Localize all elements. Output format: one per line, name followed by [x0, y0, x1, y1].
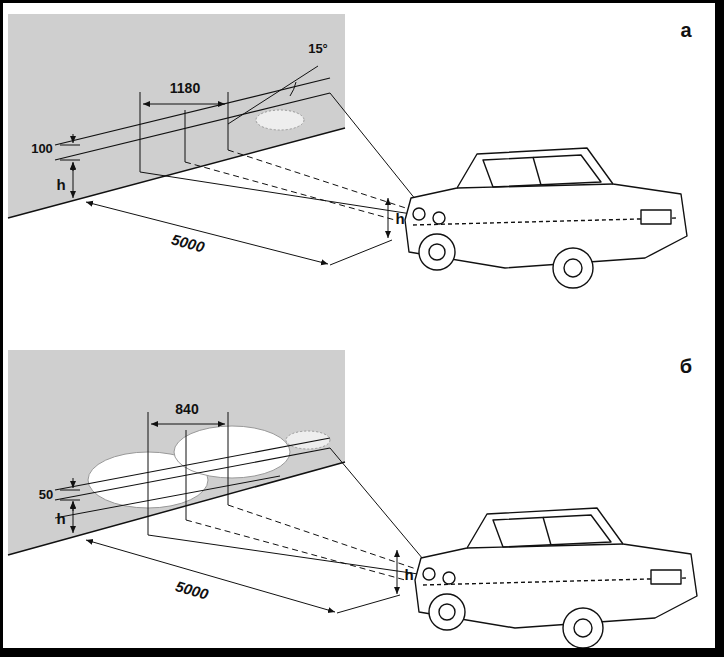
dimension-value: 100	[31, 142, 53, 155]
dimension-value: 50	[39, 488, 53, 501]
height-mark: h	[395, 211, 404, 226]
dimension-value: 5000	[174, 578, 210, 602]
panel-letter: а	[680, 20, 691, 40]
dimension-value: 5000	[170, 231, 206, 254]
height-mark: h	[56, 177, 65, 192]
dimension-value: 1180	[170, 81, 200, 95]
height-mark: h	[404, 567, 413, 582]
headlight-alignment-illustration	[3, 3, 715, 648]
height-mark: h	[56, 511, 65, 526]
angle-value: 15°	[308, 42, 328, 55]
dimension-value: 840	[175, 402, 198, 416]
drawing-area: а118015°100hh5000б84050hh5000	[3, 3, 715, 648]
panel-letter: б	[680, 356, 692, 376]
